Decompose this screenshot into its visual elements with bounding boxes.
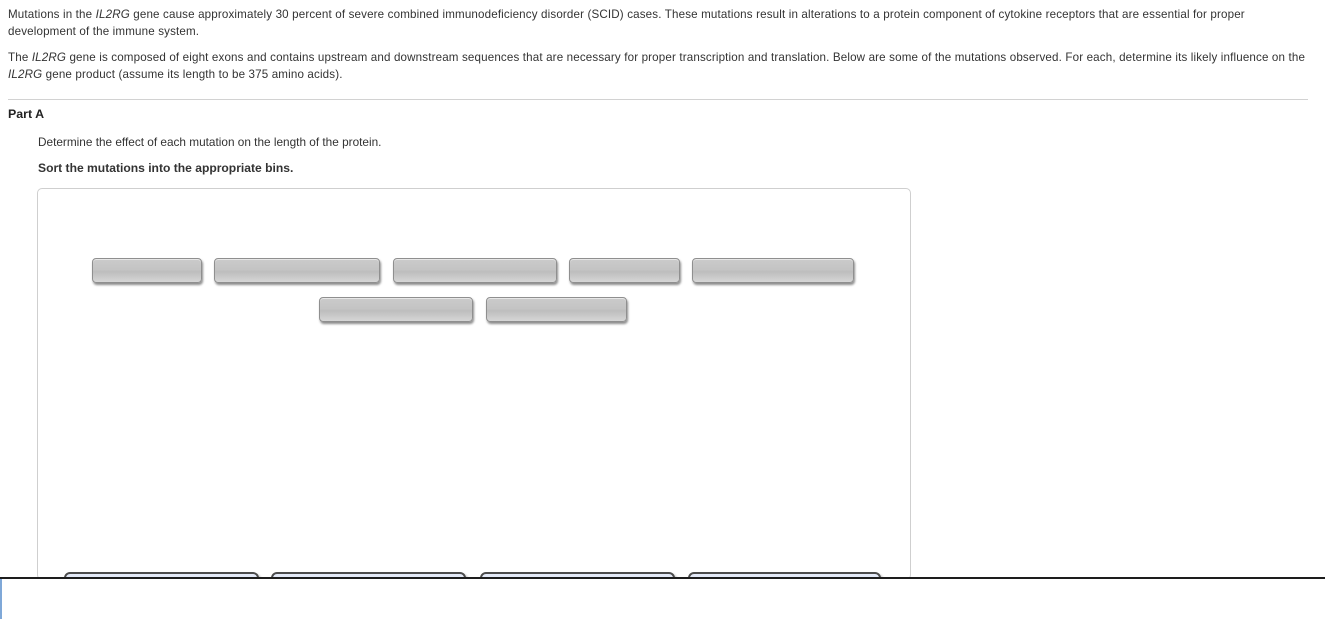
part-title: Part A xyxy=(8,107,45,121)
bin-same-size-protein[interactable]: same size proteinmissense mutation xyxy=(480,572,675,579)
intro-p2-text-b: gene is composed of eight exons and cont… xyxy=(66,51,1306,64)
intro-paragraph-2: The IL2RG gene is composed of eight exon… xyxy=(8,49,1308,83)
empty-source-slot[interactable] xyxy=(393,258,557,283)
intro-p1-text-b: gene cause approximately 30 percent of s… xyxy=(8,8,1245,38)
bin-cannot-be-determined[interactable]: cannot be determined xyxy=(688,572,881,579)
empty-source-slot[interactable] xyxy=(569,258,680,283)
bottom-bar-left-accent xyxy=(0,579,2,619)
part-prompt: Determine the effect of each mutation on… xyxy=(38,135,382,149)
intro-paragraph-1: Mutations in the IL2RG gene cause approx… xyxy=(8,6,1308,40)
empty-source-slot[interactable] xyxy=(486,297,627,322)
sorting-activity-panel: shorter proteindeletion in Exon 2, frame… xyxy=(37,188,911,580)
gene-name-il2rg: IL2RG xyxy=(31,51,67,64)
intro-p1-text-a: Mutations in the xyxy=(8,8,96,21)
intro-p2-text-c: gene product (assume its length to be 37… xyxy=(42,68,343,81)
bin-longer-protein[interactable]: longer proteininsertion in Exon 1, frame… xyxy=(271,572,466,579)
empty-source-slot[interactable] xyxy=(319,297,473,322)
bin-shorter-protein[interactable]: shorter proteindeletion in Exon 2, frame… xyxy=(64,572,259,579)
empty-source-slot[interactable] xyxy=(92,258,202,283)
section-divider xyxy=(8,99,1308,100)
bottom-cutoff-bar xyxy=(0,577,1325,619)
gene-name-il2rg: IL2RG xyxy=(8,68,43,81)
part-instruction: Sort the mutations into the appropriate … xyxy=(38,161,294,175)
empty-source-slot[interactable] xyxy=(214,258,380,283)
gene-name-il2rg: IL2RG xyxy=(95,8,130,21)
intro-p2-text-a: The xyxy=(8,51,32,64)
empty-source-slot[interactable] xyxy=(692,258,854,283)
